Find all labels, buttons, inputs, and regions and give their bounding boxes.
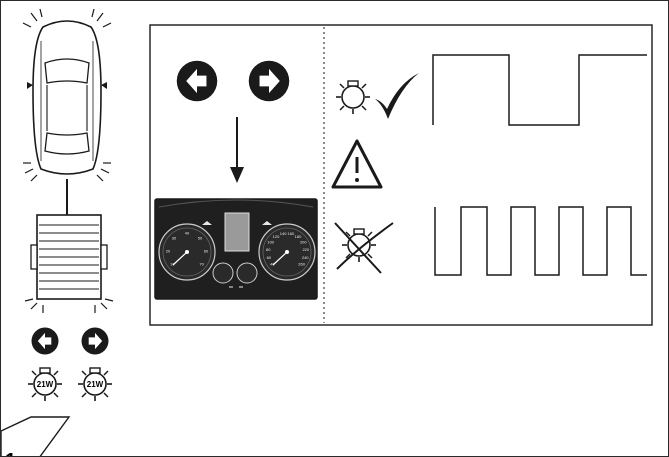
- gauge-tick-label: 80: [266, 247, 271, 252]
- gauge-tick-label: 260: [298, 262, 305, 267]
- bulb-ok-icon: [336, 81, 370, 114]
- gauge-tick-label: 240: [302, 255, 309, 260]
- turn-right-arrow-large-icon: [249, 61, 290, 102]
- trailer-indicator-rays: [25, 299, 113, 313]
- turn-left-arrow-icon: [32, 328, 59, 355]
- gauge-tick-label: 60: [267, 255, 272, 260]
- gauge-tick-label: 70: [199, 262, 204, 267]
- down-arrow: [230, 117, 244, 183]
- gauge-tick-label: 50: [198, 236, 203, 241]
- bulb-right-label: 21W: [87, 380, 104, 389]
- checkmark-icon: [375, 73, 419, 119]
- gauge-tick-label: 40: [270, 262, 275, 267]
- gauge-tick-label: 30: [172, 236, 177, 241]
- gauge-tick-label: 10: [170, 262, 175, 267]
- turn-left-arrow-large-icon: [177, 61, 218, 102]
- gauge-tick-label: 20: [166, 248, 171, 253]
- gauge-tick-label: 40: [185, 231, 190, 236]
- gauge-tick-label: 200: [300, 240, 307, 245]
- bulb-fault-icon: [335, 223, 393, 273]
- normal-flash-waveform: [433, 55, 647, 125]
- gauge-tick-label: 100: [267, 240, 274, 245]
- gauge-tick-label: 140: [280, 231, 287, 236]
- panel-corner-label: 1: [5, 450, 16, 457]
- gauge-tick-label: 180: [295, 234, 302, 239]
- instrument-cluster: [155, 199, 317, 299]
- turn-right-arrow-icon: [82, 328, 109, 355]
- trailer-top-view: [31, 215, 107, 299]
- fast-flash-waveform: [435, 207, 647, 275]
- warning-triangle-icon: [333, 141, 381, 187]
- bulb-left-label: 21W: [37, 380, 54, 389]
- car-top-view: [27, 21, 107, 174]
- gauge-tick-label: 220: [302, 247, 309, 252]
- gauge-tick-label: 60: [204, 248, 209, 253]
